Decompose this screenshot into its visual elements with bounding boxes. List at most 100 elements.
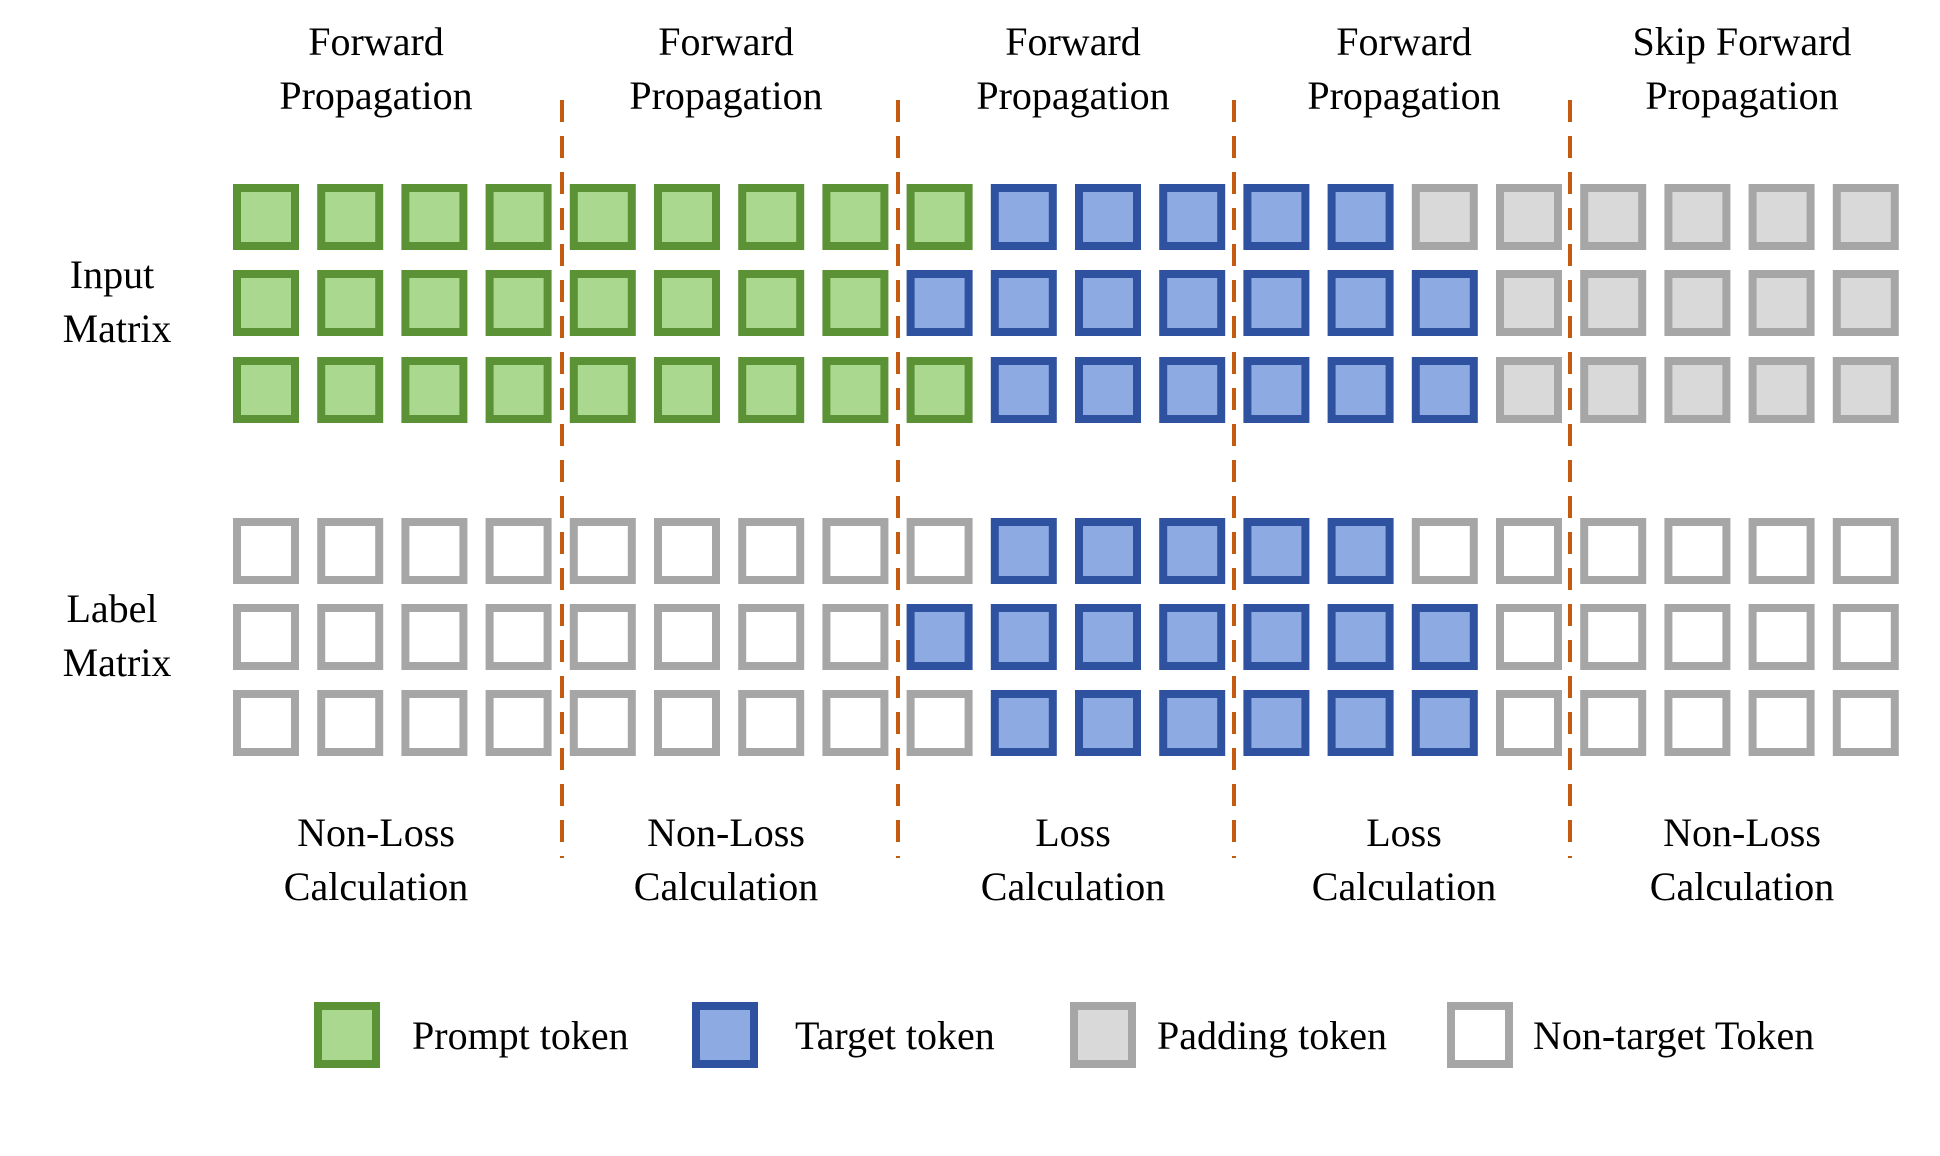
token-cell — [1411, 518, 1478, 584]
token-cell — [1832, 604, 1899, 670]
token-cell — [569, 604, 636, 670]
input-matrix-label: Input Matrix — [63, 252, 172, 351]
token-cell — [317, 270, 384, 336]
token-cell — [822, 690, 889, 756]
token-cell — [1411, 357, 1478, 423]
token-cell — [1580, 604, 1647, 670]
token-cell — [1748, 357, 1815, 423]
token-cell — [1075, 184, 1141, 250]
token-cell — [1327, 184, 1394, 250]
token-cell — [401, 357, 468, 423]
token-cell — [1075, 357, 1141, 423]
token-cell — [990, 690, 1057, 756]
token-cell — [1748, 690, 1815, 756]
token-cell — [317, 518, 384, 584]
token-cell — [1580, 690, 1647, 756]
token-cell — [1580, 184, 1647, 250]
token-cell — [1664, 604, 1731, 670]
token-cell — [822, 604, 889, 670]
token-cell — [906, 270, 973, 336]
legend-label: Non-target Token — [1533, 1013, 1814, 1058]
token-cell — [317, 604, 384, 670]
token-cell — [569, 184, 636, 250]
token-cell — [1664, 270, 1731, 336]
token-cell — [1664, 184, 1731, 250]
token-cell — [738, 357, 805, 423]
token-cell — [233, 604, 299, 670]
token-cell — [1243, 184, 1310, 250]
token-cell — [1243, 518, 1310, 584]
token-cell — [1243, 357, 1310, 423]
token-cell — [485, 357, 552, 423]
token-cell — [1580, 518, 1647, 584]
token-cell — [654, 690, 720, 756]
token-cell — [654, 184, 720, 250]
token-cell — [1075, 270, 1141, 336]
token-cell — [569, 270, 636, 336]
token-cell — [1327, 604, 1394, 670]
token-cell — [485, 690, 552, 756]
token-cell — [738, 270, 805, 336]
token-cell — [738, 690, 805, 756]
token-cell — [1748, 184, 1815, 250]
token-cell — [1327, 518, 1394, 584]
token-cell — [1327, 357, 1394, 423]
token-cell — [485, 270, 552, 336]
legend-label: Prompt token — [412, 1013, 629, 1058]
segment-dividers — [560, 100, 1572, 858]
token-cell — [1748, 518, 1815, 584]
token-cell — [1159, 270, 1226, 336]
token-cell — [485, 184, 552, 250]
token-cell — [233, 184, 299, 250]
label-matrix-label: Label Matrix — [63, 586, 172, 685]
token-cell — [401, 690, 468, 756]
token-cell — [1832, 270, 1899, 336]
token-cell — [1159, 690, 1226, 756]
token-cell — [822, 357, 889, 423]
token-cell — [1748, 270, 1815, 336]
token-cell — [1496, 270, 1562, 336]
token-cell — [569, 357, 636, 423]
token-cell — [569, 518, 636, 584]
token-cell — [485, 604, 552, 670]
token-cell — [1411, 184, 1478, 250]
token-cell — [1580, 357, 1647, 423]
label-matrix — [233, 518, 1899, 756]
token-cell — [233, 690, 299, 756]
token-cell — [990, 604, 1057, 670]
legend-label: Target token — [795, 1013, 995, 1058]
token-cell — [906, 184, 973, 250]
token-cell — [1159, 184, 1226, 250]
token-cell — [990, 184, 1057, 250]
token-cell — [1327, 270, 1394, 336]
token-cell — [1832, 690, 1899, 756]
token-cell — [1075, 604, 1141, 670]
token-cell — [1159, 357, 1226, 423]
token-cell — [1159, 518, 1226, 584]
token-cell — [1496, 184, 1562, 250]
token-cell — [401, 270, 468, 336]
token-cell — [1664, 357, 1731, 423]
legend-swatch — [314, 1002, 380, 1068]
token-cell — [1411, 604, 1478, 670]
token-cell — [990, 357, 1057, 423]
token-cell — [1496, 604, 1562, 670]
token-cell — [1748, 604, 1815, 670]
token-cell — [822, 518, 889, 584]
token-cell — [317, 184, 384, 250]
token-cell — [906, 357, 973, 423]
token-cell — [906, 690, 973, 756]
token-cell — [233, 518, 299, 584]
token-cell — [1832, 357, 1899, 423]
token-cell — [1832, 518, 1899, 584]
token-cell — [1496, 690, 1562, 756]
